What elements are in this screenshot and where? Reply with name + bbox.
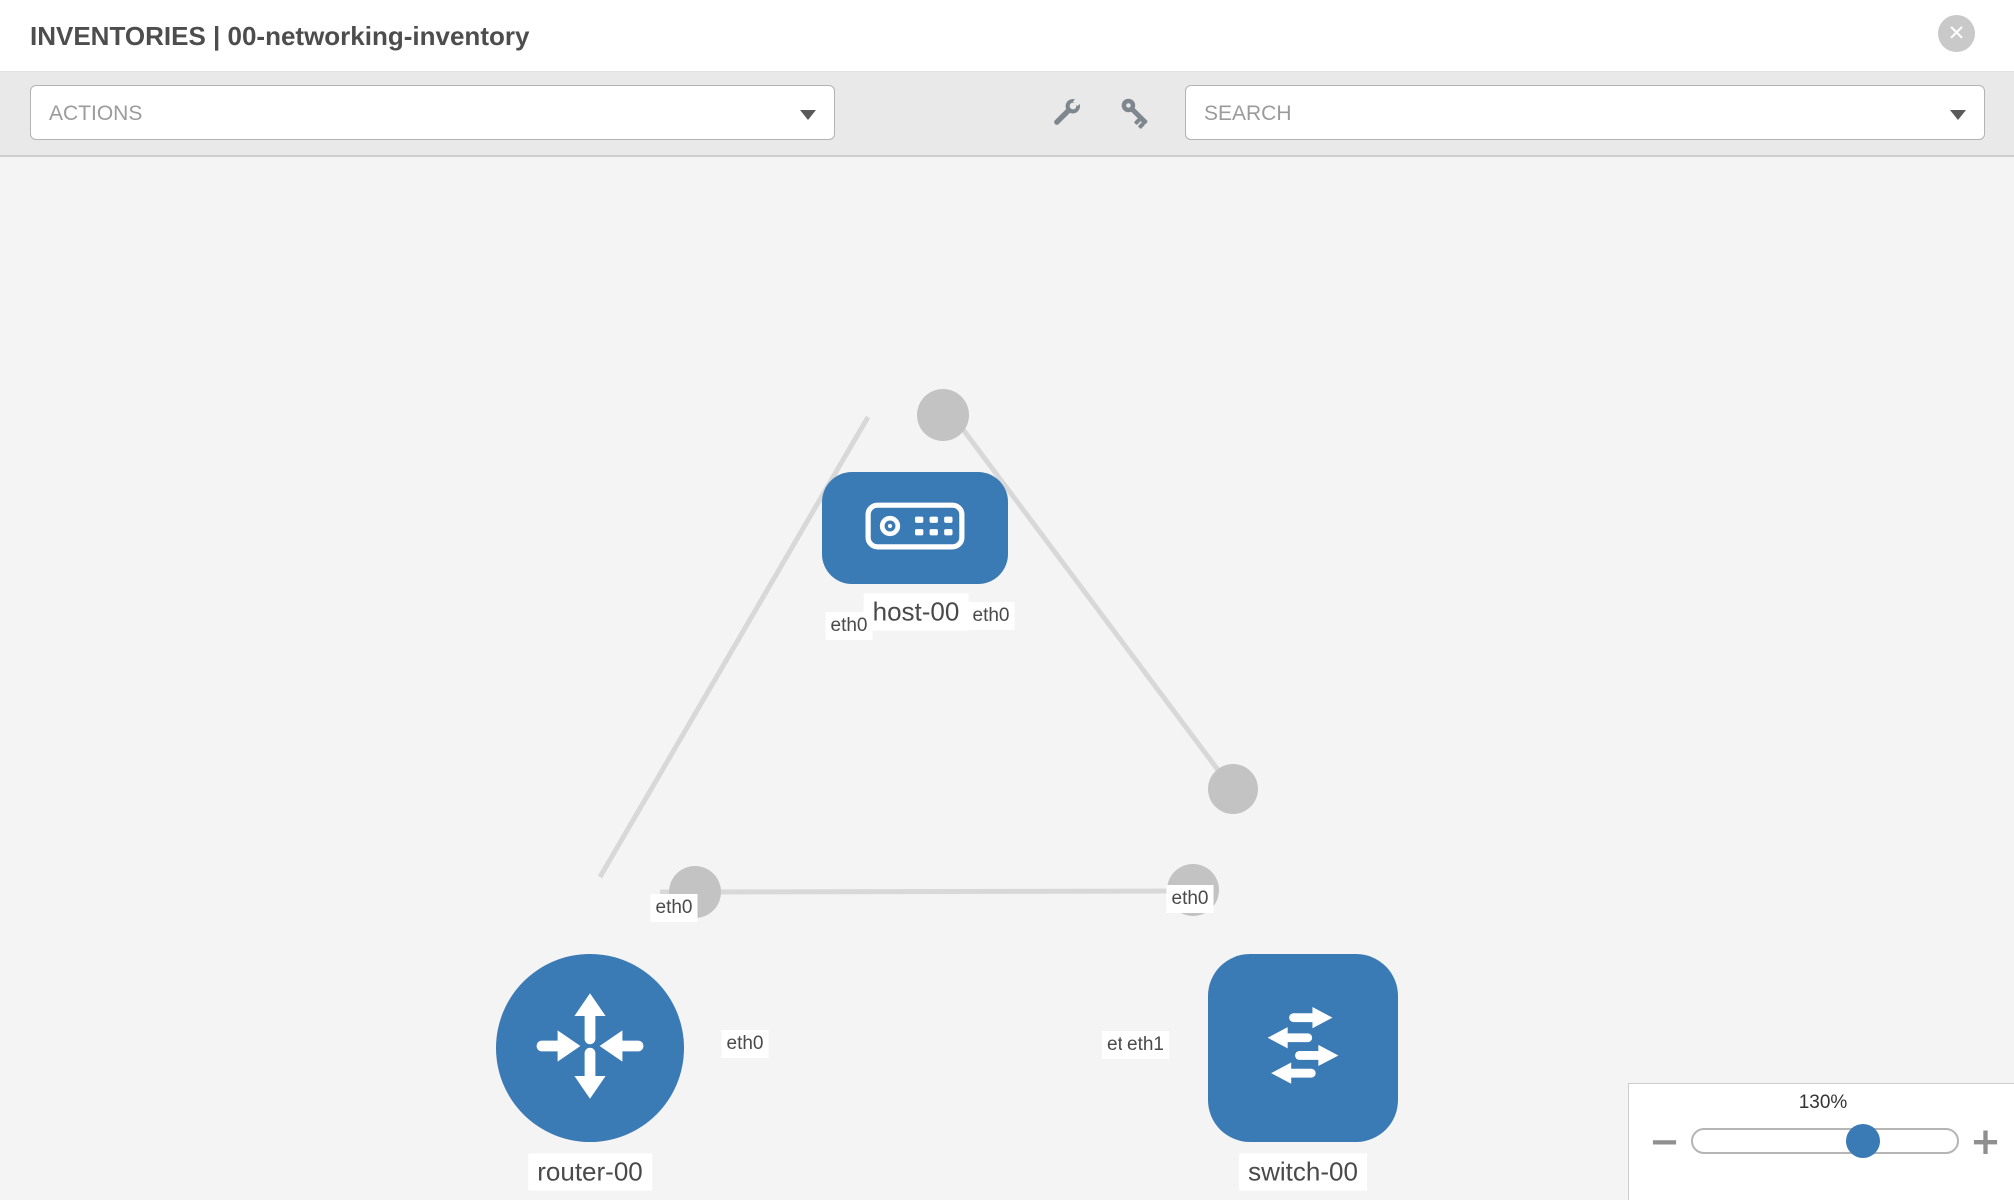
page-title: INVENTORIES | 00-networking-inventory bbox=[30, 21, 530, 51]
server-icon bbox=[865, 502, 965, 555]
zoom-level: 130% bbox=[1798, 1092, 1848, 1113]
chevron-down-icon bbox=[800, 110, 816, 120]
search-dropdown-label: SEARCH bbox=[1204, 102, 1292, 125]
wrench-icon bbox=[1048, 95, 1084, 134]
links-layer bbox=[597, 389, 1258, 918]
link-host-switch bbox=[947, 410, 1236, 792]
if-label-switch-to-host: eth0 bbox=[1166, 885, 1214, 913]
actions-dropdown-label: ACTIONS bbox=[49, 102, 143, 125]
node-host-00[interactable] bbox=[822, 472, 1008, 584]
if-label-router-to-host: eth0 bbox=[650, 894, 698, 922]
plus-icon: + bbox=[1970, 1120, 2002, 1163]
zoom-in-button[interactable]: + bbox=[1970, 1120, 2001, 1164]
interface-connector-switch-top bbox=[1208, 764, 1258, 814]
zoom-slider-track[interactable] bbox=[1691, 1128, 1959, 1154]
toolbar: ACTIONS S bbox=[0, 72, 2014, 157]
switch-arrows-icon bbox=[1243, 987, 1363, 1110]
topology-canvas: host-00 router-00 switch-00 eth0 eth0 et… bbox=[0, 157, 2014, 1200]
actions-dropdown[interactable]: ACTIONS bbox=[30, 85, 835, 140]
configure-button[interactable] bbox=[1042, 86, 1090, 142]
node-router-00[interactable] bbox=[496, 954, 684, 1142]
close-icon: ✕ bbox=[1947, 22, 1966, 45]
credentials-button[interactable] bbox=[1112, 86, 1160, 142]
node-label-router: router-00 bbox=[528, 1153, 652, 1191]
header-bar: INVENTORIES | 00-networking-inventory ✕ bbox=[0, 0, 2014, 72]
chevron-down-icon bbox=[1950, 110, 1966, 120]
search-dropdown[interactable]: SEARCH bbox=[1185, 85, 1985, 140]
link-router-switch bbox=[659, 888, 1211, 895]
node-switch-00[interactable] bbox=[1208, 954, 1398, 1142]
node-label-host: host-00 bbox=[863, 593, 969, 631]
if-label-switch-to-router: eth1 bbox=[1122, 1031, 1169, 1059]
if-label-router-to-switch: eth0 bbox=[721, 1030, 769, 1058]
zoom-control-panel: 130% − + bbox=[1628, 1083, 2014, 1200]
if-label-host-to-switch: eth0 bbox=[967, 602, 1015, 630]
interface-connector-host bbox=[917, 389, 969, 441]
zoom-out-button[interactable]: − bbox=[1649, 1120, 1680, 1164]
minus-icon: − bbox=[1649, 1120, 1681, 1163]
node-label-switch: switch-00 bbox=[1239, 1153, 1367, 1191]
key-icon bbox=[1118, 95, 1154, 134]
if-label-host-to-router: eth0 bbox=[825, 612, 873, 640]
router-crossed-arrows-icon bbox=[530, 986, 650, 1111]
zoom-slider-thumb[interactable] bbox=[1846, 1124, 1880, 1158]
close-button[interactable]: ✕ bbox=[1938, 15, 1975, 52]
